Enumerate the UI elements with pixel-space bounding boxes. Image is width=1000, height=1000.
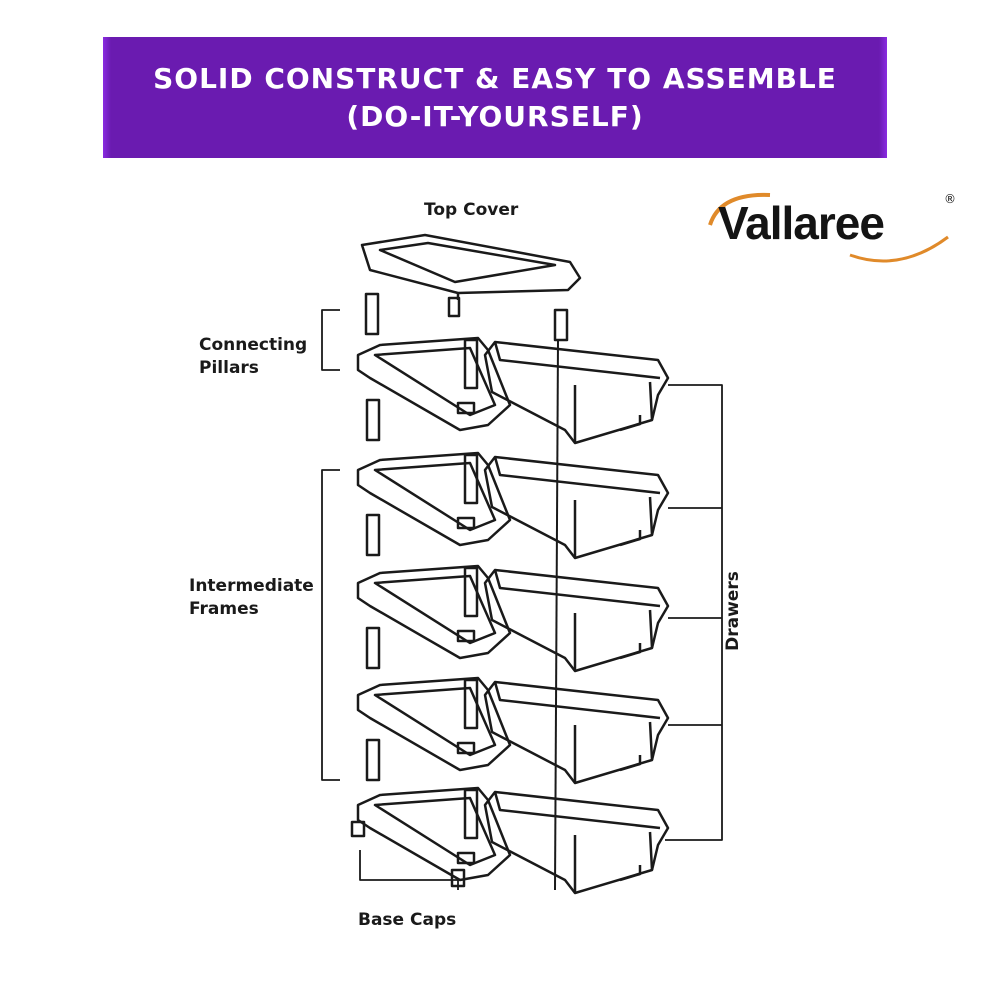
brand-logo-text: Vallaree <box>718 197 885 249</box>
drawer <box>483 455 670 560</box>
frame-drawer-unit <box>356 336 670 445</box>
frame <box>356 676 512 772</box>
pillar <box>463 453 479 505</box>
label-drawers: Drawers <box>723 571 743 651</box>
label-intermediate-frames-line1: Intermediate <box>189 576 314 596</box>
frame <box>356 564 512 660</box>
pillar <box>365 626 381 670</box>
banner-title-line2: (DO-IT-YOURSELF) <box>346 99 644 133</box>
banner-title-line1: SOLID CONSTRUCT & EASY TO ASSEMBLE <box>153 61 837 95</box>
brand-logo-swoosh <box>708 192 949 263</box>
frame <box>356 451 512 547</box>
pillar <box>463 566 479 618</box>
pillar <box>463 788 479 840</box>
base-caps-part <box>350 820 466 888</box>
pillar <box>463 338 479 390</box>
pillar <box>463 678 479 730</box>
frame-drawer-unit <box>356 451 670 560</box>
label-base-caps: Base Caps <box>358 910 457 930</box>
frame-drawer-unit <box>356 564 670 673</box>
title-banner: SOLID CONSTRUCT & EASY TO ASSEMBLE (DO-I… <box>103 37 887 158</box>
registered-mark: ® <box>944 192 956 206</box>
drawer <box>483 340 670 445</box>
top-cover-part <box>360 233 582 300</box>
drawer <box>483 568 670 673</box>
pillar <box>365 398 381 442</box>
pillar <box>365 738 381 782</box>
label-connecting-pillars-line1: Connecting <box>199 335 308 355</box>
frame <box>356 336 512 432</box>
label-intermediate-frames-line2: Frames <box>189 599 259 619</box>
drawer <box>483 790 670 895</box>
pillar <box>365 513 381 557</box>
frame-drawer-unit <box>356 676 670 785</box>
pillar <box>364 292 569 342</box>
drawer <box>483 680 670 785</box>
base-frame-unit <box>356 786 670 895</box>
label-connecting-pillars-line2: Pillars <box>199 358 259 378</box>
label-top-cover: Top Cover <box>424 200 519 220</box>
